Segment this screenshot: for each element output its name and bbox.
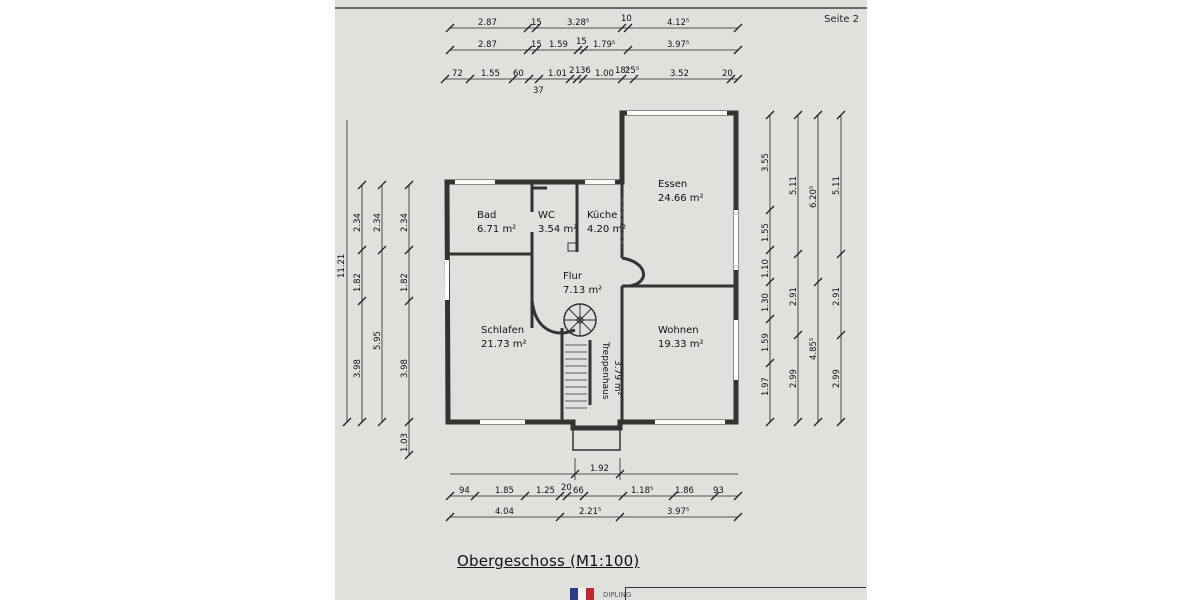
dim-bottom2-f: 1.18⁵ xyxy=(631,486,653,496)
dim-top3-c: 60 xyxy=(513,69,524,79)
dim-right3-a: 6.20⁵ xyxy=(809,186,819,208)
room-area-wohnen: 19.33 m² xyxy=(658,339,704,350)
title-block: DIPLING xyxy=(335,586,867,600)
dim-right1-a: 3.55 xyxy=(761,153,771,172)
plan-title: Obergeschoss (M1:100) xyxy=(457,552,640,570)
dim-top2-c: 1.59 xyxy=(549,40,568,50)
dim-top2-d: 15 xyxy=(576,37,587,47)
room-name-schlafen: Schlafen xyxy=(481,325,524,336)
dim-right1-b: 1.55 xyxy=(761,223,771,242)
room-area-flur: 7.13 m² xyxy=(563,285,602,296)
dim-right1-d: 1.30 xyxy=(761,293,771,312)
dim-right2-b: 2.91 xyxy=(789,287,799,306)
floor-plan-drawing: Bad 6.71 m² WC 3.54 m² Küche 4.20 m² Ess… xyxy=(335,7,867,522)
dim-left3-b: 5.95 xyxy=(373,331,383,350)
dim-top3-g: 36 xyxy=(580,66,591,76)
dim-top3-k: 3.52 xyxy=(670,69,689,79)
dim-left4-a: 2.34 xyxy=(400,213,410,232)
room-area-bad: 6.71 m² xyxy=(477,224,516,235)
dim-top3-a: 72 xyxy=(452,69,463,79)
dim-bottom2-d: 20 xyxy=(561,483,572,493)
dim-left2-b: 1.82 xyxy=(353,273,363,292)
dim-left4-b: 1.82 xyxy=(400,273,410,292)
room-name-essen: Essen xyxy=(658,179,687,190)
dim-top3-j: 25⁵ xyxy=(625,66,639,76)
dim-top3-h: 1.00 xyxy=(595,69,614,79)
dim-top3-d: 1.01 xyxy=(548,69,567,79)
room-area-essen: 24.66 m² xyxy=(658,193,704,204)
dim-top3-sub: 37 xyxy=(533,86,544,96)
spiral-staircase xyxy=(563,303,597,337)
dim-top1-c: 3.28⁵ xyxy=(567,18,589,28)
dim-bottom2-a: 94 xyxy=(459,486,470,496)
dim-right4-c: 2.99 xyxy=(832,369,842,388)
dim-top1-d: 10 xyxy=(621,14,632,24)
room-area-kueche: 4.20 m² xyxy=(587,224,626,235)
dim-left1: 11.21 xyxy=(337,254,347,278)
dim-right1-e: 1.59 xyxy=(761,333,771,352)
flur-curved-wall xyxy=(530,299,576,335)
dim-bottom2-b: 1.85 xyxy=(495,486,514,496)
entrance-canopy xyxy=(572,427,621,451)
floor-plan-sheet: Seite 2 xyxy=(335,0,867,600)
dim-left2-c: 3.98 xyxy=(353,359,363,378)
dim-top3-l: 20 xyxy=(722,69,733,79)
room-name-treppenhaus: Treppenhaus xyxy=(600,341,610,400)
straight-stair xyxy=(565,344,587,409)
dim-right4-b: 2.91 xyxy=(832,287,842,306)
outer-walls xyxy=(444,110,739,431)
dim-left2-a: 2.34 xyxy=(353,213,363,232)
dim-top3-i: 18⁵ xyxy=(615,66,629,76)
dimension-lines xyxy=(346,27,842,518)
dim-right3-b: 4.85⁵ xyxy=(809,338,819,360)
flur-curved-wall-right xyxy=(621,256,646,288)
dim-top2-b: 15 xyxy=(531,40,542,50)
room-name-kueche: Küche xyxy=(587,210,617,221)
dim-top3-e: 2 xyxy=(569,66,574,76)
dim-top2-f: 3.97⁵ xyxy=(667,40,689,50)
dim-bottom2-g: 1.86 xyxy=(675,486,694,496)
dim-top1-a: 2.87 xyxy=(478,18,497,28)
dim-top2-a: 2.87 xyxy=(478,40,497,50)
title-block-frame xyxy=(625,587,866,600)
dim-left4-d: 1.03 xyxy=(400,433,410,452)
dim-bottom3-a: 4.04 xyxy=(495,507,514,517)
dim-left3-a: 2.34 xyxy=(373,213,383,232)
dim-top1-b: 15 xyxy=(531,18,542,28)
room-name-wc: WC xyxy=(538,210,555,221)
wc-fixture xyxy=(567,242,577,252)
dim-top3-b: 1.55 xyxy=(481,69,500,79)
page-label: Seite 2 xyxy=(824,14,859,25)
room-area-wc: 3.54 m² xyxy=(538,224,577,235)
room-name-bad: Bad xyxy=(477,210,496,221)
dim-right1-f: 1.97 xyxy=(761,377,771,396)
title-block-text: DIPLING xyxy=(603,591,632,599)
dim-bottom3-c: 3.97⁵ xyxy=(667,507,689,517)
dim-right4-a: 5.11 xyxy=(832,176,842,195)
dim-left4-c: 3.98 xyxy=(400,359,410,378)
dim-bottom1: 1.92 xyxy=(590,464,609,474)
dim-bottom3-b: 2.21⁵ xyxy=(579,507,601,517)
dim-bottom2-h: 93 xyxy=(713,486,724,496)
flag-icon xyxy=(570,588,594,600)
dim-bottom2-e: 66 xyxy=(573,486,584,496)
dim-top3-f: 1 xyxy=(575,66,580,76)
room-name-wohnen: Wohnen xyxy=(658,325,699,336)
dim-top1-e: 4.12⁵ xyxy=(667,18,689,28)
room-area-schlafen: 21.73 m² xyxy=(481,339,527,350)
window-openings xyxy=(445,111,738,424)
room-area-treppenhaus: 3.79 m² xyxy=(612,360,622,396)
dim-right2-a: 5.11 xyxy=(789,176,799,195)
dim-bottom2-c: 1.25 xyxy=(536,486,555,496)
room-name-flur: Flur xyxy=(563,271,583,282)
dim-right1-c: 1.10 xyxy=(761,259,771,278)
dim-top2-e: 1.79⁵ xyxy=(593,40,615,50)
dim-right2-c: 2.99 xyxy=(789,369,799,388)
